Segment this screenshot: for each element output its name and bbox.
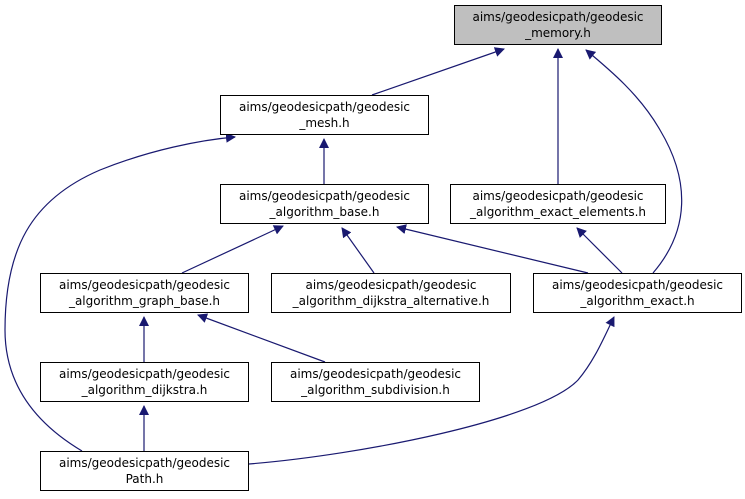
node-geodesic-memory-h: aims/geodesicpath/geodesic _memory.h	[454, 5, 662, 45]
edge-mesh-to-memory	[371, 47, 505, 96]
node-label-line1: aims/geodesicpath/geodesic	[551, 278, 724, 292]
edge-path-to-exact	[248, 316, 615, 465]
edge-path-to-mesh	[4, 132, 236, 452]
node-label-line1: aims/geodesicpath/geodesic	[238, 100, 411, 114]
node-geodesic-algorithm-exact-elements-h[interactable]: aims/geodesicpath/geodesic _algorithm_ex…	[450, 184, 666, 224]
node-label-line1: aims/geodesicpath/geodesic	[58, 278, 231, 292]
node-label-line2: _algorithm_subdivision.h	[301, 383, 450, 397]
node-label-line1: aims/geodesicpath/geodesic	[289, 367, 462, 381]
node-geodesic-algorithm-dijkstra-alternative-h[interactable]: aims/geodesicpath/geodesic _algorithm_di…	[271, 273, 511, 313]
node-label-line2: _algorithm_base.h	[269, 205, 380, 219]
node-geodesic-algorithm-dijkstra-h[interactable]: aims/geodesicpath/geodesic _algorithm_di…	[40, 362, 249, 402]
edge-graph_base-to-base	[181, 225, 284, 274]
node-geodesic-algorithm-exact-h[interactable]: aims/geodesicpath/geodesic _algorithm_ex…	[533, 273, 742, 313]
edge-dijkstra_alt-to-base	[341, 227, 375, 274]
node-label-line1: aims/geodesicpath/geodesic	[472, 10, 644, 24]
node-geodesic-path-h[interactable]: aims/geodesicpath/geodesic Path.h	[40, 451, 249, 491]
node-label-line2: _memory.h	[525, 26, 591, 40]
node-label-line2: _algorithm_exact.h	[580, 294, 695, 308]
edge-exact-to-exact_el	[576, 227, 623, 274]
node-label-line2: _algorithm_dijkstra_alternative.h	[292, 294, 490, 308]
node-label-line2: _mesh.h	[299, 116, 350, 130]
edge-exact-to-memory	[585, 49, 683, 274]
node-label-line1: aims/geodesicpath/geodesic	[58, 367, 231, 381]
node-label-line1: aims/geodesicpath/geodesic	[238, 189, 411, 203]
node-label-line2: _algorithm_dijkstra.h	[81, 383, 208, 397]
node-geodesic-algorithm-graph-base-h[interactable]: aims/geodesicpath/geodesic _algorithm_gr…	[40, 273, 249, 313]
edge-subdivision-to-graph_base	[197, 313, 326, 363]
node-geodesic-algorithm-base-h[interactable]: aims/geodesicpath/geodesic _algorithm_ba…	[220, 184, 429, 224]
node-label-line1: aims/geodesicpath/geodesic	[58, 456, 231, 470]
node-label-line2: _algorithm_exact_elements.h	[470, 205, 646, 219]
node-label-line2: _algorithm_graph_base.h	[68, 294, 221, 308]
node-geodesic-algorithm-subdivision-h[interactable]: aims/geodesicpath/geodesic _algorithm_su…	[271, 362, 480, 402]
edge-exact-to-base	[396, 224, 589, 274]
node-label-line1: aims/geodesicpath/geodesic	[305, 278, 477, 292]
node-geodesic-mesh-h[interactable]: aims/geodesicpath/geodesic _mesh.h	[220, 95, 429, 135]
node-label-line1: aims/geodesicpath/geodesic	[472, 189, 644, 203]
node-label-line2: Path.h	[125, 472, 164, 486]
